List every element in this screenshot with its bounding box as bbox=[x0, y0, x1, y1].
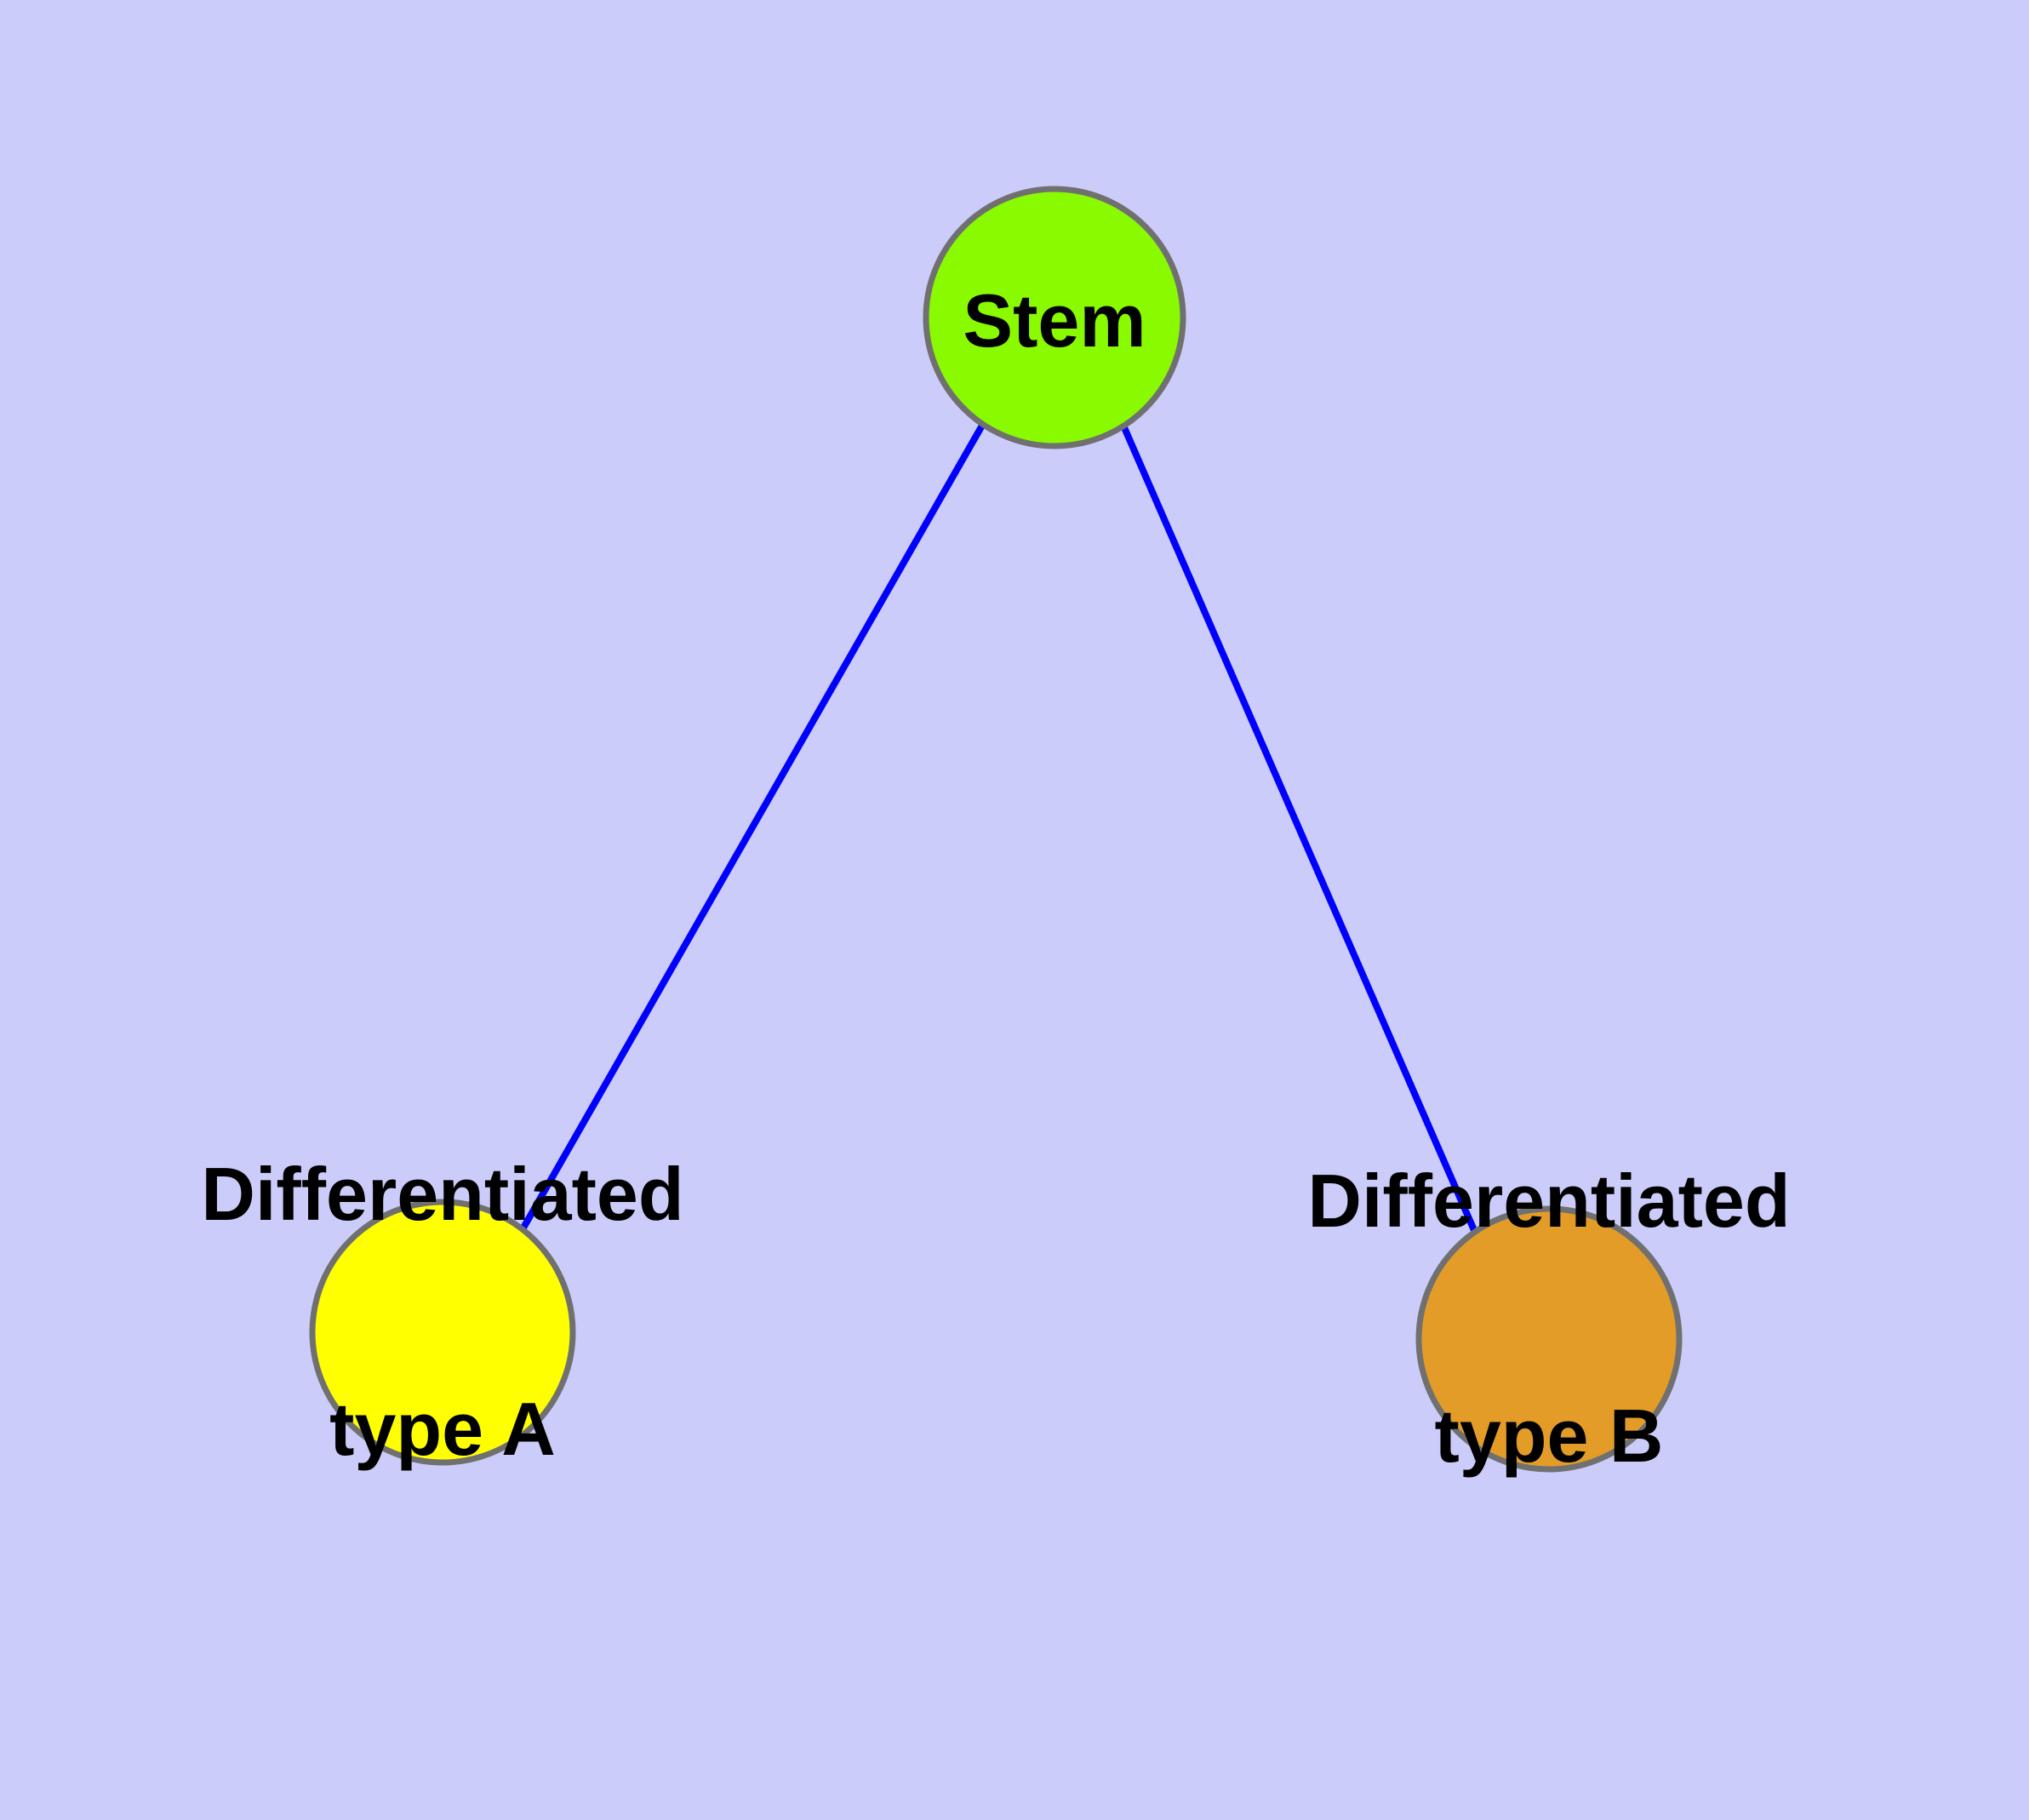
edge-layer bbox=[519, 422, 1480, 1238]
node-differentiated-type-a[interactable] bbox=[309, 1199, 576, 1466]
edge-stem-to-differentiated-type-b[interactable] bbox=[1120, 424, 1480, 1238]
node-layer bbox=[309, 186, 1683, 1473]
node-differentiated-type-b[interactable] bbox=[1415, 1205, 1683, 1473]
edge-stem-to-differentiated-type-a[interactable] bbox=[519, 422, 986, 1231]
node-stem[interactable] bbox=[923, 186, 1186, 449]
